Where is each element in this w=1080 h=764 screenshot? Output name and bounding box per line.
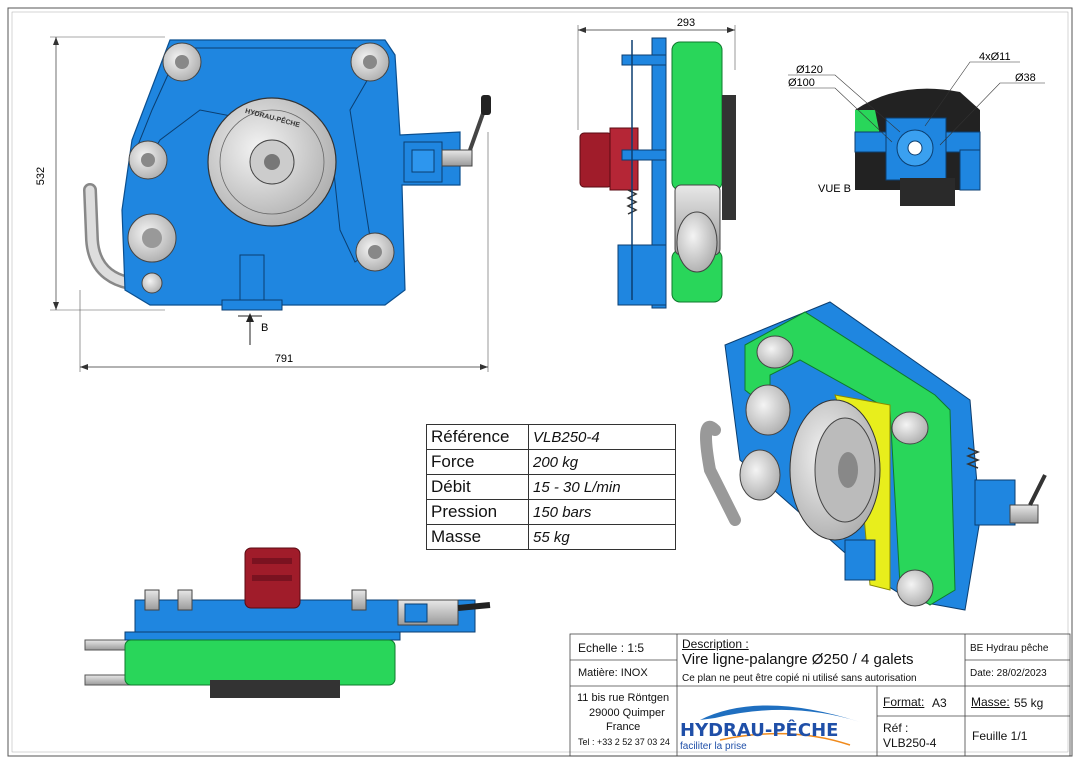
dim-d38: Ø38: [1015, 72, 1036, 84]
dim-d100: Ø100: [788, 77, 815, 89]
logo-text: HYDRAU-PÊCHE: [680, 720, 839, 741]
scale-text: Echelle : 1:5: [578, 641, 645, 655]
sheet-number: Feuille 1/1: [972, 729, 1028, 743]
notice-text: Ce plan ne peut être copié ni utilisé sa…: [682, 673, 917, 684]
dimension-width: 791: [275, 353, 293, 365]
isometric-view: [700, 301, 1047, 611]
description-text: Vire ligne-palangre Ø250 / 4 galets: [682, 651, 914, 668]
spec-key: Masse: [426, 524, 529, 550]
sheet-border: [7, 7, 1073, 757]
masse-value: 55 kg: [1014, 696, 1044, 710]
format-label: Format:: [883, 695, 925, 709]
date-text: Date: 28/02/2023: [970, 668, 1047, 679]
spec-key: Débit: [426, 474, 529, 500]
front-view: 532 791 HYDRAU-PÊCHE: [35, 36, 491, 372]
spec-value: 55 kg: [528, 524, 676, 550]
dim-d120: Ø120: [796, 64, 823, 76]
address-line-3: France: [606, 721, 641, 733]
detail-view-b: Ø120 Ø100 4xØ11 Ø38 VUE B: [788, 51, 1045, 206]
material-text: Matière: INOX: [578, 667, 648, 679]
office-text: BE Hydrau pêche: [970, 643, 1049, 654]
title-block: [569, 633, 1071, 757]
side-view: 293: [577, 17, 736, 309]
sheet-inner-border: [11, 11, 1069, 753]
format-value: A3: [932, 696, 947, 710]
dim-holes: 4xØ11: [979, 51, 1011, 63]
ref-label: Réf :: [883, 721, 909, 735]
masse-label: Masse:: [971, 695, 1010, 709]
dimension-height: 532: [35, 167, 47, 185]
spec-key: Référence: [426, 424, 529, 450]
logo-tagline: faciliter la prise: [680, 741, 747, 752]
description-label: Description :: [682, 637, 749, 651]
phone-text: Tel : +33 2 52 37 03 24: [578, 737, 670, 747]
spec-key: Pression: [426, 499, 529, 525]
ref-value: VLB250-4: [883, 736, 937, 750]
dimension-side-width: 293: [677, 17, 695, 29]
spec-value: 200 kg: [528, 449, 676, 475]
spec-key: Force: [426, 449, 529, 475]
spec-value: VLB250-4: [528, 424, 676, 450]
detail-label: VUE B: [818, 183, 851, 195]
spec-value: 15 - 30 L/min: [528, 474, 676, 500]
address-line-2: 29000 Quimper: [589, 707, 665, 719]
address-line-1: 11 bis rue Röntgen: [577, 692, 670, 704]
section-label-b: B: [261, 322, 268, 334]
logo-swoosh: [700, 705, 860, 722]
spec-value: 150 bars: [528, 499, 676, 525]
top-view: [84, 547, 491, 698]
